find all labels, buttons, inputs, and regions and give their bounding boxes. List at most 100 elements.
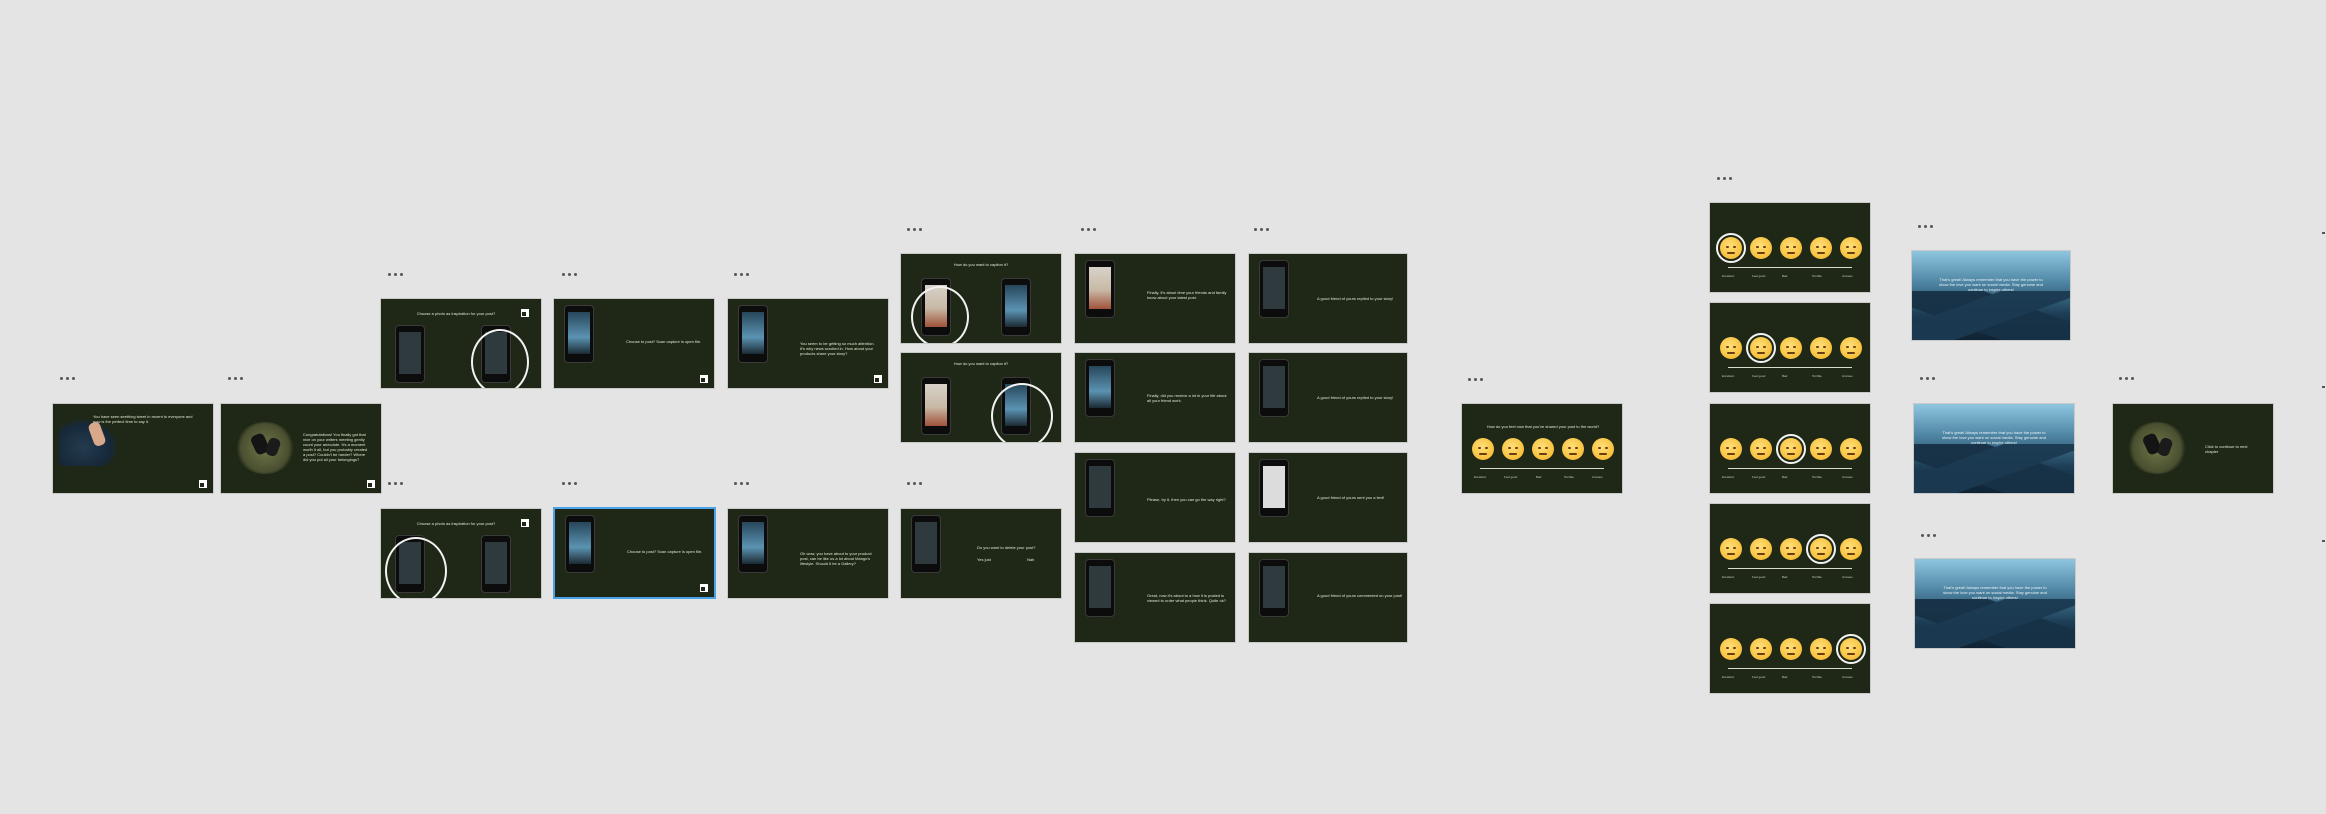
nav-badge-icon[interactable] [521, 519, 529, 527]
frame-menu-icon[interactable] [562, 273, 577, 276]
emoji-bad-icon[interactable] [1780, 638, 1802, 660]
emoji-terrible-icon[interactable] [1810, 337, 1832, 359]
emoji-terrible-icon[interactable] [1810, 638, 1832, 660]
emoji-terrible-icon[interactable] [1810, 438, 1832, 460]
frame-mountain-2[interactable]: That's great! Always remember that you h… [1913, 403, 2075, 494]
emoji-excellent-icon[interactable] [1720, 538, 1742, 560]
emoji-anxious-icon[interactable] [1592, 438, 1614, 460]
frame-final[interactable]: Click to continue to next chapter [2112, 403, 2274, 494]
frame-gallery[interactable]: Oh wow, you have about to your product p… [727, 508, 889, 599]
phone-mockup [911, 515, 941, 573]
frame-caption-2[interactable]: How do you want to caption it? [900, 352, 1062, 443]
frame-menu-icon[interactable] [562, 482, 577, 485]
frame-intro[interactable]: You have seen seething tweet in recent t… [52, 403, 214, 494]
emoji-excellent-icon[interactable] [1472, 438, 1494, 460]
emoji-excellent-icon[interactable] [1720, 337, 1742, 359]
emoji-good-icon[interactable] [1750, 538, 1772, 560]
frame-reply-2[interactable]: A good friend of yours replied to your s… [1248, 352, 1408, 443]
frame-menu-icon[interactable] [1918, 225, 1933, 228]
frame-menu-icon[interactable] [388, 273, 403, 276]
nav-badge-icon[interactable] [700, 584, 708, 592]
emoji-good-icon[interactable] [1750, 237, 1772, 259]
frame-menu-icon[interactable] [388, 482, 403, 485]
phone-mockup [1085, 459, 1115, 517]
frame-menu-icon[interactable] [1717, 177, 1732, 180]
scale-label: Excellent [1722, 374, 1735, 378]
emoji-good-icon[interactable] [1750, 638, 1772, 660]
frame-friends-3[interactable]: Please, try it, then you can go the way … [1074, 452, 1236, 543]
nav-badge-icon[interactable] [521, 309, 529, 317]
emoji-terrible-icon[interactable] [1562, 438, 1584, 460]
frame-friends-1[interactable]: Finally, it's about time your friends an… [1074, 253, 1236, 344]
scale-label: Feel good [1752, 374, 1766, 378]
frame-feeling[interactable]: How do you feel now that you've shared y… [1461, 403, 1623, 494]
emoji-bad-icon[interactable] [1532, 438, 1554, 460]
frame-menu-icon[interactable] [2119, 377, 2134, 380]
option-no[interactable]: Nah [1027, 557, 1035, 562]
frame-caption-1[interactable]: How do you want to caption it? [900, 253, 1062, 344]
frame-menu-icon[interactable] [1921, 534, 1936, 537]
emoji-excellent-icon[interactable] [1720, 438, 1742, 460]
scrollbar-marker[interactable] [2322, 540, 2325, 542]
frame-text: How do you feel now that you've shared y… [1486, 424, 1600, 429]
frame-delete-post[interactable]: Do you want to delete your post? Yes jus… [900, 508, 1062, 599]
frame-text: How do you want to caption it? [953, 262, 1009, 267]
emoji-good-icon[interactable] [1750, 438, 1772, 460]
emoji-anxious-icon[interactable] [1840, 538, 1862, 560]
highlight-ring [385, 537, 447, 598]
frame-menu-icon[interactable] [228, 377, 243, 380]
frame-menu-icon[interactable] [1468, 378, 1483, 381]
scale-label: Bad [1536, 475, 1542, 479]
nav-badge-icon[interactable] [874, 375, 882, 383]
emoji-bad-icon[interactable] [1780, 237, 1802, 259]
nav-badge-icon[interactable] [367, 480, 375, 488]
nav-badge-icon[interactable] [199, 480, 207, 488]
frame-choose-photo[interactable]: Choose a photo as inspiration for your p… [380, 298, 542, 389]
scale-label: Excellent [1722, 575, 1735, 579]
emoji-anxious-icon[interactable] [1840, 237, 1862, 259]
frame-menu-icon[interactable] [907, 228, 922, 231]
phone-mockup [1085, 559, 1115, 617]
scrollbar-marker[interactable] [2322, 232, 2325, 234]
option-yes[interactable]: Yes just [977, 557, 991, 562]
frame-comment[interactable]: A good friend of yours commented on your… [1248, 552, 1408, 643]
frame-friends-4[interactable]: Great, now it's about to a how it is pos… [1074, 552, 1236, 643]
frame-text: Choose to post? Scan capture is open fil… [627, 549, 703, 554]
frame-keys[interactable]: Congratulations! You finally got that ni… [220, 403, 382, 494]
frame-attention[interactable]: You seem to be getting so much attention… [727, 298, 889, 389]
frame-menu-icon[interactable] [1081, 228, 1096, 231]
frame-menu-icon[interactable] [60, 377, 75, 380]
frame-text-msg[interactable]: A good friend of yours sent you a text! [1248, 452, 1408, 543]
emoji-anxious-icon[interactable] [1840, 337, 1862, 359]
frame-mountain-3[interactable]: That's great! Always remember that you h… [1914, 558, 2076, 649]
frame-reply-1[interactable]: A good friend of yours replied to your s… [1248, 253, 1408, 344]
frame-menu-icon[interactable] [907, 482, 922, 485]
emoji-bad-icon[interactable] [1780, 538, 1802, 560]
emoji-anxious-icon[interactable] [1840, 438, 1862, 460]
frame-menu-icon[interactable] [1920, 377, 1935, 380]
rating-scale [1728, 668, 1852, 669]
keys-illustration [2127, 422, 2187, 474]
nav-badge-icon[interactable] [700, 375, 708, 383]
emoji-good-icon[interactable] [1502, 438, 1524, 460]
frame-menu-icon[interactable] [1254, 228, 1269, 231]
scrollbar-marker[interactable] [2322, 386, 2325, 388]
emoji-excellent-icon[interactable] [1720, 638, 1742, 660]
frame-text: A good friend of yours sent you a text! [1317, 495, 1385, 500]
emoji-terrible-icon[interactable] [1810, 237, 1832, 259]
frame-friends-2[interactable]: Finally, did you receive a lot in your l… [1074, 352, 1236, 443]
frame-scan-capture[interactable]: Choose to post? Scan capture is open fil… [553, 298, 715, 389]
frame-menu-icon[interactable] [734, 482, 749, 485]
frame-menu-icon[interactable] [734, 273, 749, 276]
frame-mountain-1[interactable]: That's great! Always remember that you h… [1911, 250, 2071, 341]
frame-scan-capture-selected[interactable]: Choose to post? Scan capture is open fil… [553, 507, 716, 599]
frame-choose-photo-alt[interactable]: Choose a photo as inspiration for your p… [380, 508, 542, 599]
scale-label: Terrible [1812, 675, 1822, 679]
emoji-bad-icon[interactable] [1780, 337, 1802, 359]
